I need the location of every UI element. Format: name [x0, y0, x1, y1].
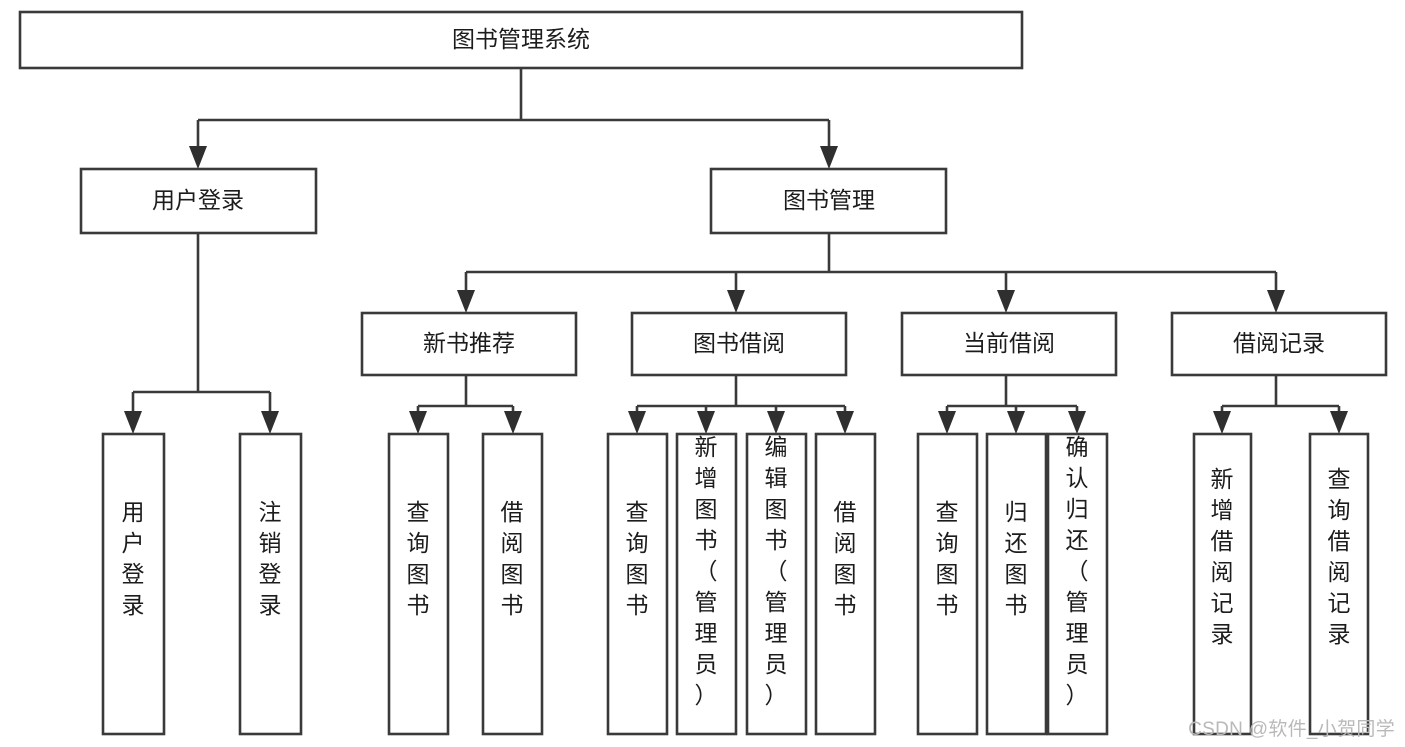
node-leaf-query-book-3-box[interactable] — [916, 432, 979, 736]
node-leaf-add-record-box[interactable] — [1192, 432, 1253, 736]
arrow-leaf-query-book-1 — [409, 411, 427, 434]
node-leaf-confirm-return-box[interactable] — [1046, 432, 1109, 736]
node-leaf-return-book-label: 归还图书 — [1005, 499, 1028, 618]
node-leaf-add-book[interactable]: 新增图书（管理员） — [675, 432, 738, 736]
arrow-book-borrow — [727, 290, 745, 313]
node-leaf-borrow-book-1[interactable]: 借阅图书 — [481, 432, 544, 736]
connector-layer — [124, 68, 1348, 434]
node-leaf-query-book-2-label: 查询图书 — [626, 499, 649, 618]
node-leaf-add-book-label: 新增图书（管理员） — [695, 434, 718, 708]
node-user-login[interactable]: 用户登录 — [79, 167, 318, 235]
arrow-leaf-add-book — [697, 411, 715, 434]
node-borrow-record-box[interactable] — [1170, 311, 1388, 377]
node-root-box[interactable] — [18, 10, 1024, 70]
arrow-borrow-record — [1267, 290, 1285, 313]
csdn-watermark: CSDN @软件_小贺同学 — [1188, 719, 1395, 740]
node-leaf-query-book-3-label: 查询图书 — [936, 499, 959, 618]
node-leaf-query-book-1[interactable]: 查询图书 — [387, 432, 450, 736]
node-root[interactable]: 图书管理系统 — [18, 10, 1024, 70]
node-leaf-logout-box[interactable] — [238, 432, 303, 736]
node-leaf-logout-label: 注销登录 — [259, 499, 282, 618]
node-leaf-query-record[interactable]: 查询借阅记录 — [1308, 432, 1370, 736]
node-leaf-add-book-box[interactable] — [675, 432, 738, 736]
node-leaf-query-book-1-box[interactable] — [387, 432, 450, 736]
node-book-borrow[interactable]: 图书借阅 — [630, 311, 848, 377]
arrow-leaf-query-book-2 — [628, 411, 646, 434]
node-root-label: 图书管理系统 — [452, 26, 590, 52]
node-user-login-box[interactable] — [79, 167, 318, 235]
node-current-borrow-label: 当前借阅 — [963, 330, 1055, 356]
arrow-user-login — [189, 146, 207, 169]
node-borrow-record[interactable]: 借阅记录 — [1170, 311, 1388, 377]
arrow-new-book-recommend — [457, 290, 475, 313]
node-leaf-logout[interactable]: 注销登录 — [238, 432, 303, 736]
node-leaf-query-book-2[interactable]: 查询图书 — [606, 432, 669, 736]
node-leaf-return-book-box[interactable] — [985, 432, 1048, 736]
node-leaf-edit-book[interactable]: 编辑图书（管理员） — [745, 432, 808, 736]
node-current-borrow[interactable]: 当前借阅 — [900, 311, 1118, 377]
arrow-book-manage — [820, 146, 838, 169]
node-leaf-borrow-book-1-label: 借阅图书 — [501, 499, 524, 618]
leaf-layer: 用户登录 注销登录 查询图书 借阅图书 查询图书 新增图书（管理员） — [101, 432, 1370, 736]
arrow-current-borrow — [997, 290, 1015, 313]
node-leaf-user-login-box[interactable] — [101, 432, 166, 736]
node-user-login-label: 用户登录 — [152, 187, 244, 213]
node-book-borrow-box[interactable] — [630, 311, 848, 377]
node-leaf-borrow-book-2-box[interactable] — [814, 432, 877, 736]
node-leaf-return-book[interactable]: 归还图书 — [985, 432, 1048, 736]
node-current-borrow-box[interactable] — [900, 311, 1118, 377]
node-leaf-borrow-book-1-box[interactable] — [481, 432, 544, 736]
node-leaf-query-book-1-label: 查询图书 — [407, 499, 430, 618]
node-book-manage-box[interactable] — [709, 167, 948, 235]
node-leaf-borrow-book-2[interactable]: 借阅图书 — [814, 432, 877, 736]
node-leaf-user-login[interactable]: 用户登录 — [101, 432, 166, 736]
node-book-manage-label: 图书管理 — [783, 187, 875, 213]
node-book-manage[interactable]: 图书管理 — [709, 167, 948, 235]
arrow-leaf-return-book — [1007, 411, 1025, 434]
node-leaf-confirm-return-label: 确认归还（管理员） — [1066, 434, 1089, 708]
node-new-book-recommend[interactable]: 新书推荐 — [360, 311, 578, 377]
arrow-leaf-confirm-return — [1068, 411, 1086, 434]
node-new-book-recommend-label: 新书推荐 — [423, 330, 515, 356]
arrow-leaf-borrow-book-2 — [836, 411, 854, 434]
arrow-leaf-query-book-3 — [938, 411, 956, 434]
node-leaf-edit-book-label: 编辑图书（管理员） — [765, 434, 788, 708]
node-book-borrow-label: 图书借阅 — [693, 330, 785, 356]
arrow-leaf-logout — [261, 411, 279, 434]
node-borrow-record-label: 借阅记录 — [1233, 330, 1325, 356]
arrow-leaf-add-record — [1213, 411, 1231, 434]
node-leaf-query-book-2-box[interactable] — [606, 432, 669, 736]
node-new-book-recommend-box[interactable] — [360, 311, 578, 377]
node-leaf-borrow-book-2-label: 借阅图书 — [834, 499, 857, 618]
node-leaf-query-book-3[interactable]: 查询图书 — [916, 432, 979, 736]
arrow-leaf-user-login — [124, 411, 142, 434]
arrow-leaf-edit-book — [767, 411, 785, 434]
node-leaf-confirm-return[interactable]: 确认归还（管理员） — [1046, 432, 1109, 736]
arrow-leaf-borrow-book-1 — [504, 411, 522, 434]
node-leaf-user-login-label: 用户登录 — [122, 499, 145, 618]
node-leaf-query-record-label: 查询借阅记录 — [1328, 466, 1351, 647]
node-leaf-add-record[interactable]: 新增借阅记录 — [1192, 432, 1253, 736]
node-leaf-add-record-label: 新增借阅记录 — [1211, 466, 1234, 647]
node-leaf-edit-book-box[interactable] — [745, 432, 808, 736]
node-leaf-query-record-box[interactable] — [1308, 432, 1370, 736]
arrow-leaf-query-record — [1330, 411, 1348, 434]
